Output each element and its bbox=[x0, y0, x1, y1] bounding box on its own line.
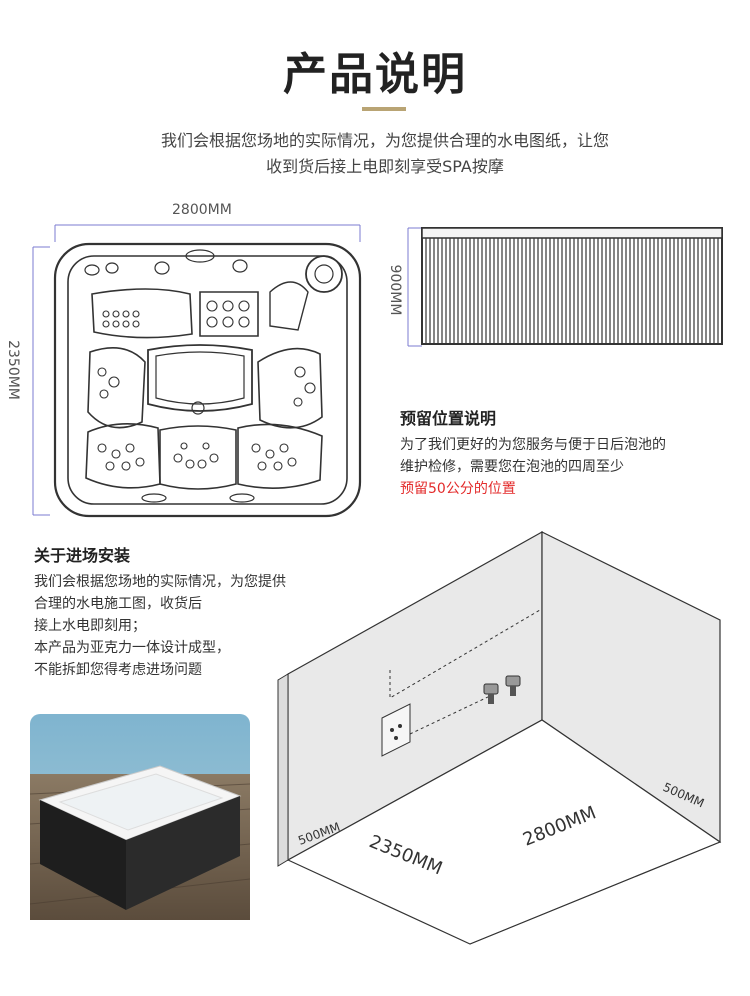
hot-tub-side-view bbox=[407, 227, 723, 347]
install-line: 接上水电即刻用； bbox=[34, 618, 146, 634]
reserve-highlight: 预留50公分的位置 bbox=[400, 481, 516, 497]
hot-tub-top-view bbox=[32, 224, 362, 518]
install-line: 合理的水电施工图，收货后 bbox=[34, 596, 202, 612]
valve-icon bbox=[483, 675, 521, 704]
install-line: 本产品为亚克力一体设计成型， bbox=[34, 640, 230, 656]
install-line: 不能拆卸您得考虑进场问题 bbox=[34, 662, 202, 678]
install-text: 我们会根据您场地的实际情况，为您提供 合理的水电施工图，收货后 接上水电即刻用；… bbox=[34, 571, 364, 681]
intro-line-2: 收到货后接上电即刻享受SPA按摩 bbox=[266, 157, 504, 176]
reserve-text: 为了我们更好的为您服务与便于日后泡池的 维护检修，需要您在泡池的四周至少 预留5… bbox=[400, 434, 740, 500]
reserve-heading: 预留位置说明 bbox=[400, 409, 497, 428]
intro-text: 我们会根据您场地的实际情况，为您提供合理的水电图纸，让您 收到货后接上电即刻享受… bbox=[90, 128, 680, 180]
intro-line-1: 我们会根据您场地的实际情况，为您提供合理的水电图纸，让您 bbox=[160, 131, 609, 150]
reserve-line-1: 为了我们更好的为您服务与便于日后泡池的 bbox=[400, 437, 666, 453]
hot-tub-photo bbox=[30, 714, 250, 920]
install-heading: 关于进场安装 bbox=[34, 546, 131, 565]
top-view-height-label: 2350MM bbox=[5, 340, 21, 400]
side-view-height-label: 900MM bbox=[387, 264, 403, 316]
top-view-width-label: 2800MM bbox=[172, 202, 232, 218]
title-divider bbox=[362, 107, 406, 111]
page-title: 产品说明 bbox=[283, 49, 467, 100]
reserve-line-2: 维护检修，需要您在泡池的四周至少 bbox=[400, 459, 624, 475]
room-layout-diagram: 500MM 500MM 2350MM 2800MM bbox=[277, 530, 722, 945]
install-line: 我们会根据您场地的实际情况，为您提供 bbox=[34, 574, 286, 590]
